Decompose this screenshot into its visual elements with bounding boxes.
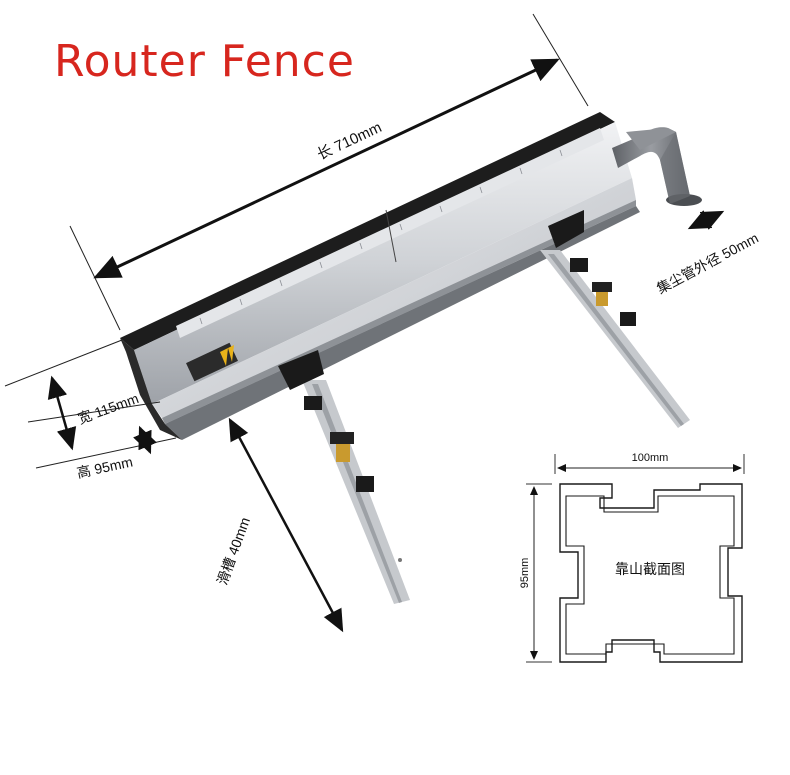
section-height-label: 95mm: [519, 558, 531, 589]
cross-section: 100mm 95mm 靠山截面图: [519, 452, 745, 663]
width-label: 宽 115mm: [76, 390, 141, 427]
right-clamp: [540, 210, 690, 428]
slot-dimension: 滑槽 40mm: [214, 417, 344, 633]
slot-label: 滑槽 40mm: [214, 515, 253, 587]
section-width-label: 100mm: [632, 452, 669, 464]
pipe-dimension: 集尘管外径 50mm: [654, 210, 761, 297]
dust-pipe: [612, 127, 702, 206]
brand-logo: [186, 342, 238, 382]
left-clamp: [278, 350, 410, 604]
section-caption: 靠山截面图: [615, 561, 685, 577]
page-title: Router Fence: [54, 36, 355, 87]
pipe-label: 集尘管外径 50mm: [654, 230, 761, 297]
